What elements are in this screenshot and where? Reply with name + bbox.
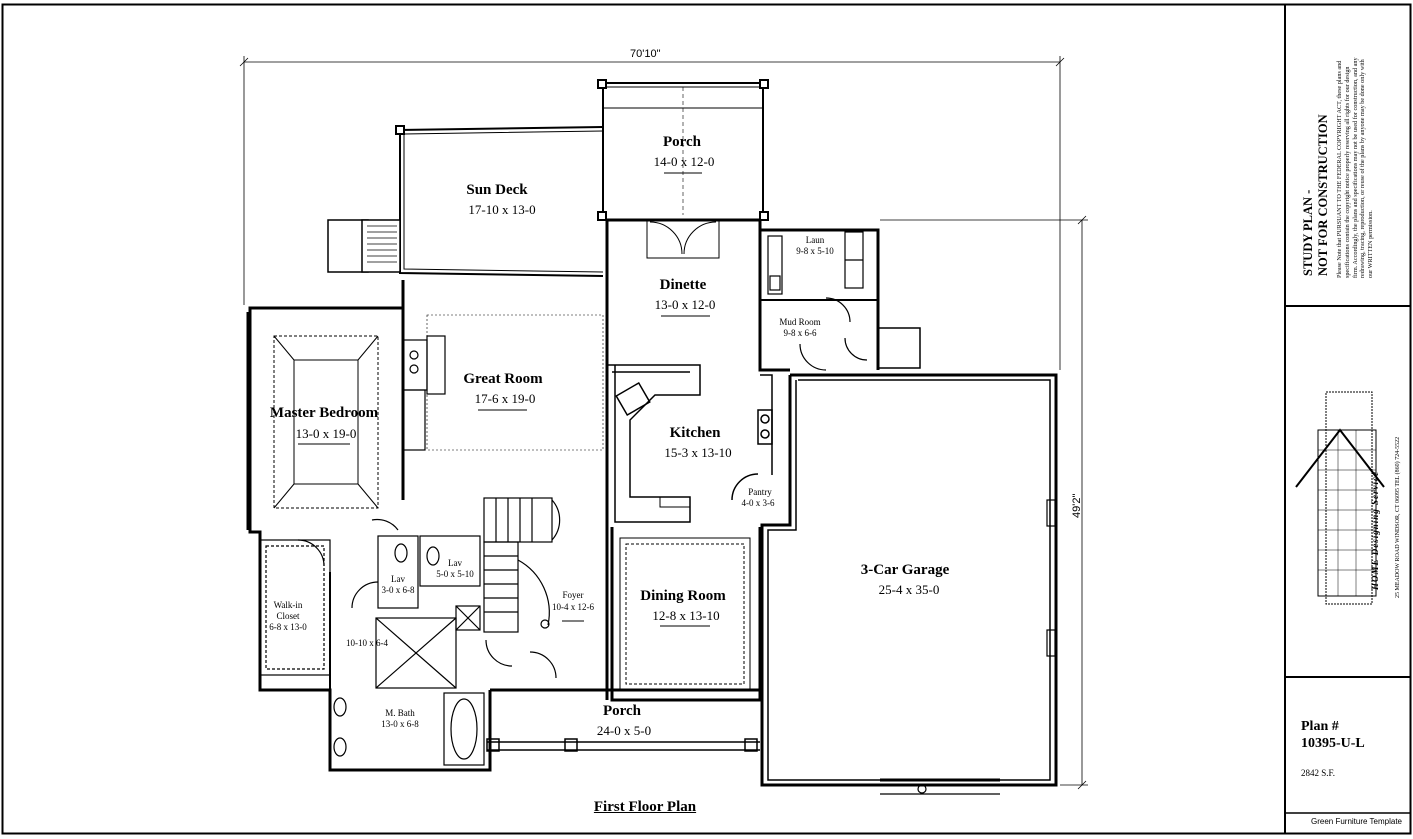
room-dim-garage: 25-4 x 35-0 bbox=[878, 582, 940, 597]
square-footage: 2842 S.F. bbox=[1301, 768, 1336, 778]
notice-title-line-2: NOT FOR CONSTRUCTION bbox=[1316, 114, 1330, 276]
room-name-foyer: Foyer bbox=[562, 590, 584, 600]
exterior-walls bbox=[246, 218, 1058, 787]
room-dim-great-room: 17-6 x 19-0 bbox=[474, 391, 536, 406]
kitchen-counters bbox=[607, 364, 773, 523]
room-name-master-bedroom: Master Bedroom bbox=[269, 405, 379, 421]
laundry-fixtures bbox=[760, 231, 921, 371]
room-name-laun: Laun bbox=[805, 235, 825, 245]
room-dim-pantry: 4-0 x 3-6 bbox=[741, 498, 775, 508]
room-dim-walk-in-closet: 6-8 x 13-0 bbox=[269, 622, 307, 632]
dinette-doors bbox=[646, 219, 720, 259]
bath-fixtures bbox=[259, 518, 557, 766]
room-dim-laun: 9-8 x 5-10 bbox=[796, 246, 834, 256]
room-name-kitchen: Kitchen bbox=[669, 425, 721, 441]
room-dim-dinette: 13-0 x 12-0 bbox=[654, 297, 716, 312]
room-name-porch-front: Porch bbox=[602, 703, 642, 719]
plan-number: 10395-U-L bbox=[1301, 736, 1365, 751]
room-dim-porch-front: 24-0 x 5-0 bbox=[596, 723, 652, 738]
sun-deck-railing bbox=[327, 125, 604, 277]
copyright-notice: Please Note that PURSUANT TO THE FEDERAL… bbox=[1336, 57, 1374, 278]
room-name-lav-2: Lav bbox=[391, 574, 405, 584]
room-name-dining-room: Dining Room bbox=[640, 588, 726, 604]
notice-title-line-1: STUDY PLAN - bbox=[1301, 189, 1315, 276]
dim-underlines bbox=[298, 172, 710, 627]
template-label: Green Furniture Template bbox=[1311, 817, 1403, 826]
fireplace bbox=[402, 335, 446, 451]
room-dim-shower: 10-10 x 6-4 bbox=[346, 638, 388, 648]
room-dim-foyer: 10-4 x 12-6 bbox=[552, 602, 594, 612]
room-dim-mud-room: 9-8 x 6-6 bbox=[783, 328, 817, 338]
sheet-border bbox=[1, 3, 1412, 835]
room-dim-lav-1: 5-0 x 5-10 bbox=[436, 569, 474, 579]
room-dim-m-bath: 13-0 x 6-8 bbox=[381, 719, 419, 729]
company-logo-text: HOME Designing Service bbox=[1370, 470, 1380, 590]
garage-doors bbox=[880, 499, 1056, 795]
company-logo bbox=[1295, 391, 1385, 605]
room-name-dinette: Dinette bbox=[659, 277, 707, 293]
room-dim-porch-rear: 14-0 x 12-0 bbox=[653, 154, 715, 169]
room-name-great-room: Great Room bbox=[463, 371, 543, 387]
foyer-stair bbox=[483, 497, 561, 633]
room-dim-master-bedroom: 13-0 x 19-0 bbox=[295, 426, 357, 441]
room-name-mud-room: Mud Room bbox=[779, 317, 821, 327]
overall-depth-dimension bbox=[880, 215, 1088, 790]
room-name-garage: 3-Car Garage bbox=[860, 562, 950, 578]
room-dim-lav-2: 3-0 x 6-8 bbox=[381, 585, 415, 595]
overall-width-label: 70'10" bbox=[630, 48, 661, 60]
dining-ceiling bbox=[619, 537, 751, 691]
great-room-ceiling-outline bbox=[426, 314, 604, 451]
room-dim-kitchen: 15-3 x 13-10 bbox=[664, 445, 732, 460]
front-porch bbox=[486, 738, 760, 752]
room-name-lav-1: Lav bbox=[448, 558, 462, 568]
rear-porch-railing bbox=[597, 79, 769, 221]
room-name-pantry: Pantry bbox=[748, 487, 772, 497]
room-dim-dining-room: 12-8 x 13-10 bbox=[652, 608, 720, 623]
overall-width-dimension bbox=[239, 56, 1065, 370]
plan-label: Plan # bbox=[1301, 719, 1339, 734]
tray-ceiling bbox=[273, 335, 379, 509]
room-name-m-bath: M. Bath bbox=[385, 708, 415, 718]
drawing-caption: First Floor Plan bbox=[593, 799, 697, 815]
overall-depth-label: 49'2" bbox=[1071, 493, 1083, 518]
room-dim-sun-deck: 17-10 x 13-0 bbox=[468, 202, 536, 217]
room-name-walk-in-closet: Walk-in Closet bbox=[273, 600, 303, 621]
room-name-porch-rear: Porch bbox=[662, 134, 702, 150]
company-address: 25 MEADOW ROAD WINDSOR, CT 06095 TEL (86… bbox=[1395, 436, 1401, 598]
room-name-sun-deck: Sun Deck bbox=[466, 182, 528, 198]
